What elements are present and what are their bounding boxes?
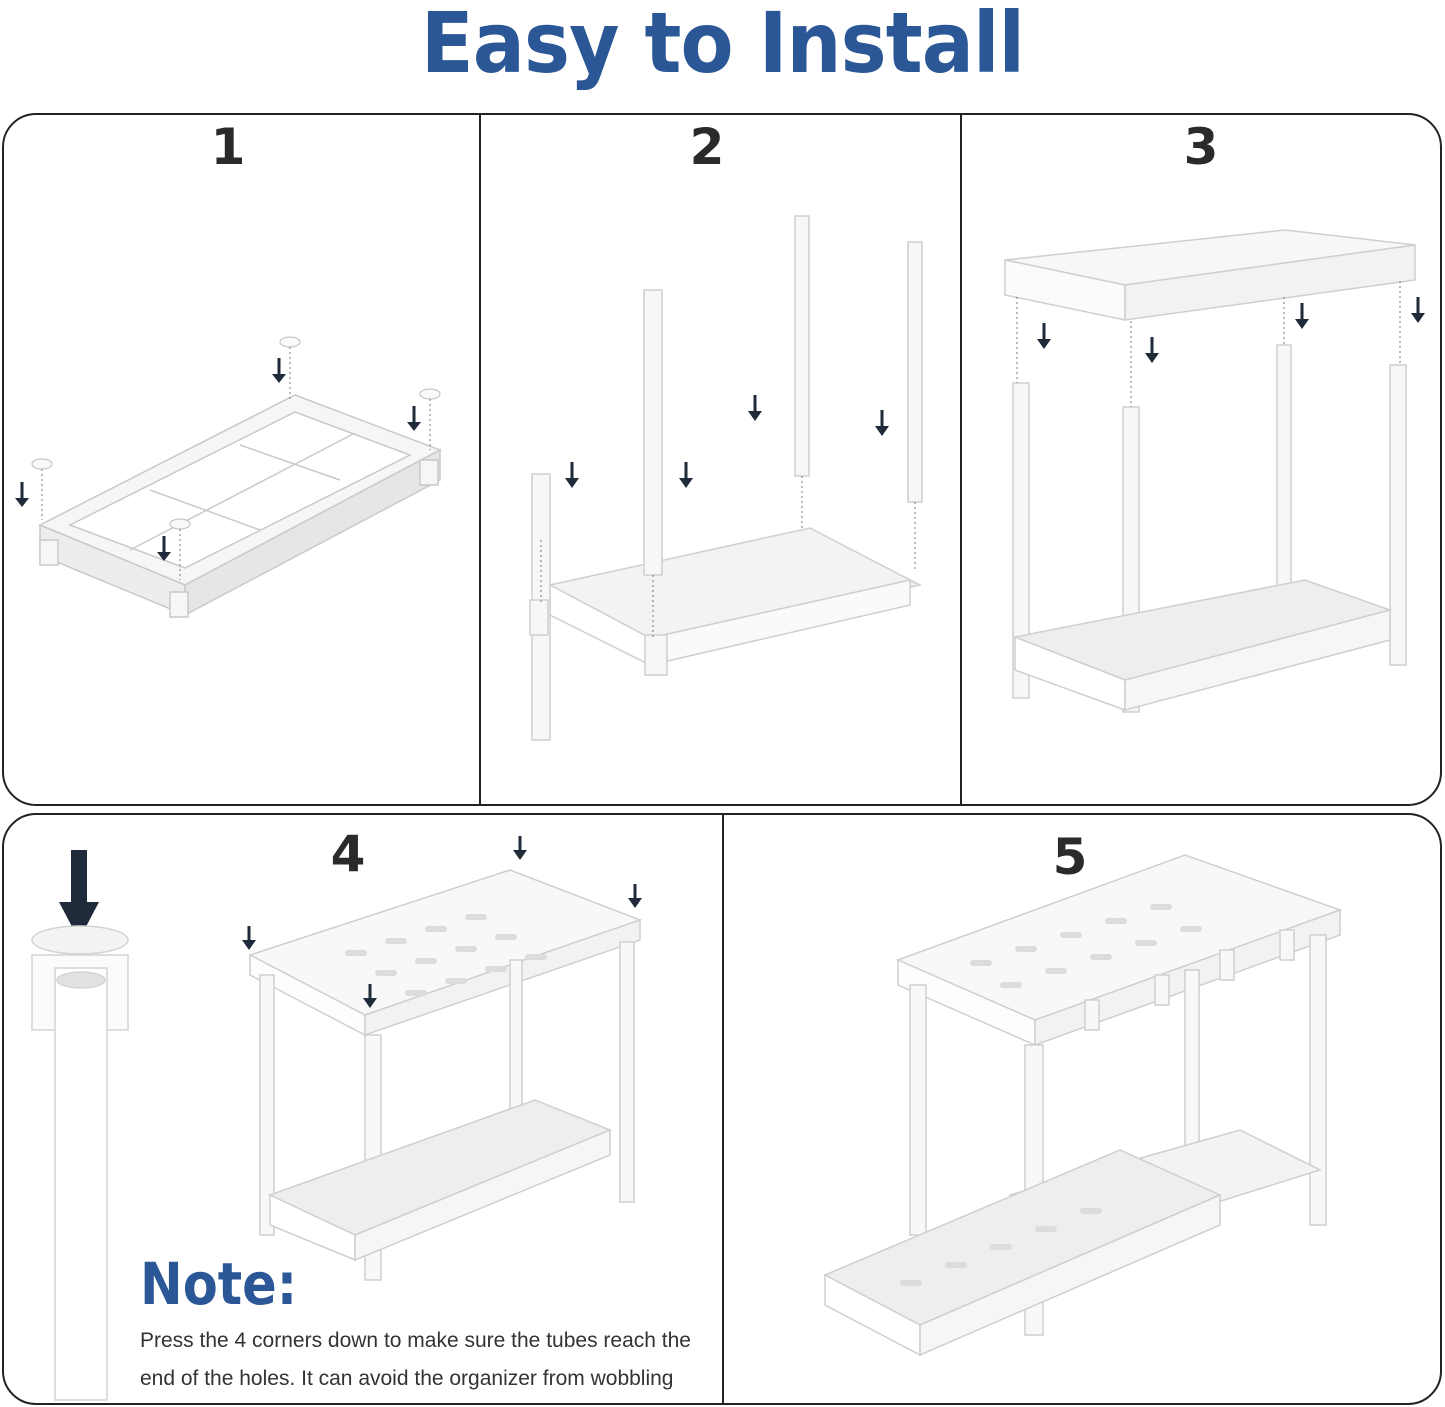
step2-tubes-illustration <box>529 215 923 741</box>
tube-closeup-illustration <box>31 850 129 1401</box>
step-number: 5 <box>1052 828 1088 886</box>
step1-base-illustration <box>15 336 442 618</box>
divider <box>479 115 481 805</box>
divider <box>960 115 962 805</box>
step5-finished-illustration <box>823 854 1343 1357</box>
step3-top-tray-illustration <box>1004 229 1425 713</box>
step-number: 3 <box>1183 118 1219 176</box>
step4-assembled-illustration <box>242 836 643 1281</box>
note-title: Note: <box>140 1250 298 1318</box>
step-number: 1 <box>210 118 246 176</box>
page-title: Easy to Install <box>420 0 1025 92</box>
step-number: 2 <box>689 118 725 176</box>
divider <box>722 815 724 1403</box>
note-line: Press the 4 corners down to make sure th… <box>140 1329 691 1352</box>
note-line: end of the holes. It can avoid the organ… <box>140 1367 674 1390</box>
note-text: Press the 4 corners down to make sure th… <box>140 1322 720 1398</box>
step-number: 4 <box>330 825 366 883</box>
